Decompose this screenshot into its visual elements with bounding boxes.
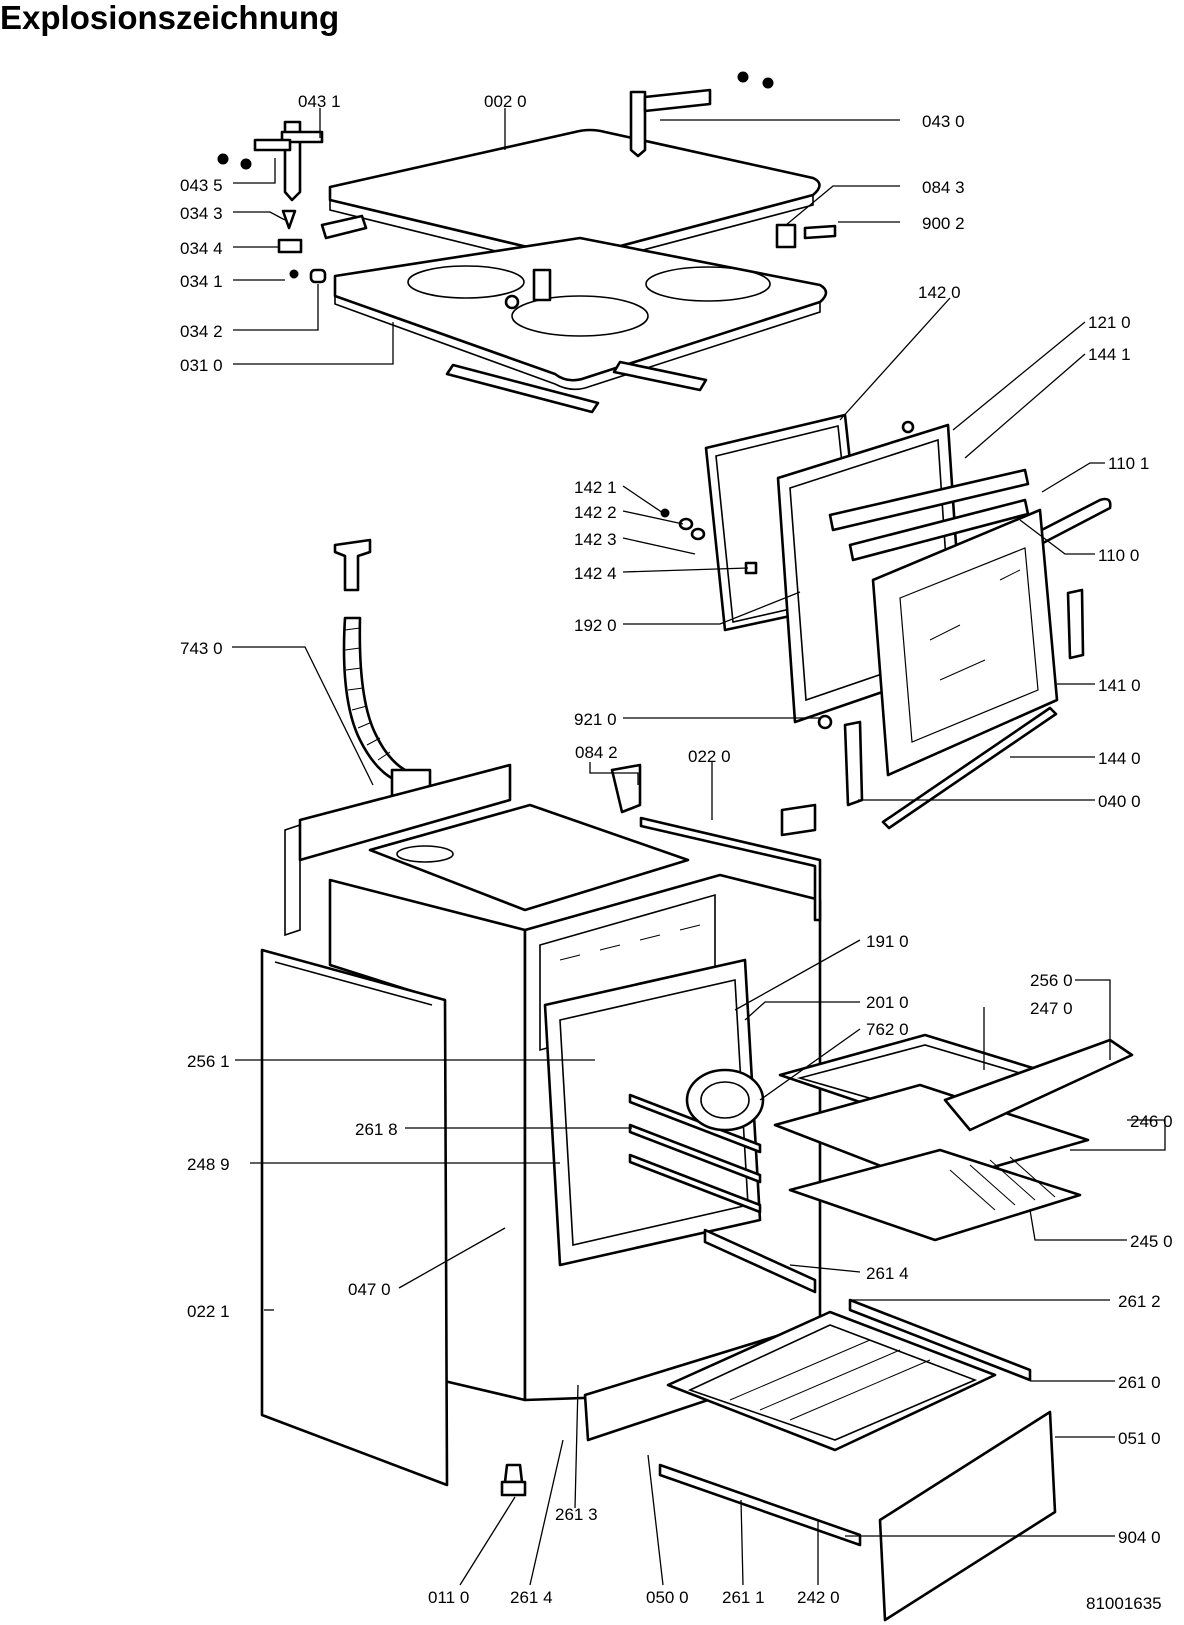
- part-label-1441: 144 1: [1088, 345, 1131, 364]
- part-label-2420: 242 0: [797, 1588, 840, 1607]
- part-label-2614-upper: 261 4: [866, 1264, 909, 1283]
- part-label-2561: 256 1: [187, 1052, 230, 1071]
- bracket-left-strip: [320, 214, 368, 240]
- wire-rack: [788, 1148, 1082, 1242]
- part-label-9040: 904 0: [1118, 1528, 1161, 1547]
- telescopic-rail: [703, 1228, 1032, 1382]
- part-label-2470: 247 0: [1030, 999, 1073, 1018]
- drawer-box: [666, 1310, 997, 1452]
- part-label-2611: 261 1: [722, 1588, 765, 1607]
- leader-lines: [232, 108, 1166, 1586]
- part-label-2614-lower: 261 4: [510, 1588, 553, 1607]
- door-bottom-strip: [881, 706, 1058, 830]
- part-label-7620: 762 0: [866, 1020, 909, 1039]
- part-label-1420: 142 0: [918, 283, 961, 302]
- small-fasteners-top: [277, 209, 837, 284]
- cabinet-top-panel: [368, 803, 690, 912]
- part-label-2613: 261 3: [555, 1505, 598, 1524]
- document-number: 81001635: [1086, 1594, 1162, 1613]
- part-label-0342: 034 2: [180, 322, 223, 341]
- part-label-9210: 921 0: [574, 710, 617, 729]
- door-glass-outer: [871, 508, 1059, 777]
- part-label-2560: 256 0: [1030, 971, 1073, 990]
- part-label-1910: 191 0: [866, 932, 909, 951]
- part-label-7430: 743 0: [180, 639, 223, 658]
- part-label-2460: 246 0: [1130, 1112, 1173, 1131]
- part-label-0343: 034 3: [180, 204, 223, 223]
- part-label-1210: 121 0: [1088, 313, 1131, 332]
- part-label-1424: 142 4: [574, 564, 617, 583]
- part-label-0344: 034 4: [180, 239, 223, 258]
- part-label-0020: 002 0: [484, 92, 527, 111]
- hinge-right: [629, 71, 774, 158]
- tray-holder-bracket: [943, 1038, 1134, 1132]
- part-label-2618: 261 8: [355, 1120, 398, 1139]
- part-label-9002: 900 2: [922, 214, 965, 233]
- side-panel-left: [260, 948, 449, 1487]
- part-label-0221: 022 1: [187, 1302, 230, 1321]
- part-label-1410: 141 0: [1098, 676, 1141, 695]
- oven-shelf-rails: [628, 1093, 762, 1214]
- gas-hose: [333, 538, 432, 802]
- cooktop-pan: [333, 236, 828, 414]
- hinge-left: [217, 120, 324, 202]
- drawer-bottom-rail: [658, 1463, 862, 1547]
- part-label-2612: 261 2: [1118, 1292, 1161, 1311]
- adjustable-foot: [500, 1463, 527, 1497]
- drawer-front: [878, 1410, 1057, 1622]
- part-label-0400: 040 0: [1098, 792, 1141, 811]
- seal-frame-rear: [639, 816, 822, 922]
- hinge-bracket-gas: [610, 763, 817, 837]
- part-label-0500: 050 0: [646, 1588, 689, 1607]
- part-label-0431: 043 1: [298, 92, 341, 111]
- part-label-0310: 031 0: [180, 356, 223, 375]
- part-labels: 043 1 002 0 043 0 043 5 084 3 034 3 900 …: [180, 92, 1173, 1607]
- part-label-1101: 110 1: [1108, 454, 1149, 473]
- part-label-1440: 144 0: [1098, 749, 1141, 768]
- cabinet-back-frame: [284, 763, 512, 937]
- part-label-0110: 011 0: [428, 1588, 469, 1607]
- fan-wheel: [685, 1068, 765, 1132]
- part-label-0843: 084 3: [922, 178, 965, 197]
- part-label-2489: 248 9: [187, 1155, 230, 1174]
- part-label-0341: 034 1: [180, 272, 223, 291]
- part-label-2010: 201 0: [866, 993, 909, 1012]
- door-frame-bars: [828, 468, 1030, 562]
- part-label-1920: 192 0: [574, 616, 617, 635]
- part-label-0470: 047 0: [348, 1280, 391, 1299]
- part-label-1100: 110 0: [1098, 546, 1139, 565]
- part-label-1421: 142 1: [574, 478, 617, 497]
- baking-tray-lower: [773, 1083, 1090, 1187]
- part-label-2610: 261 0: [1118, 1373, 1161, 1392]
- part-label-0220: 022 0: [688, 747, 731, 766]
- part-label-0510: 051 0: [1118, 1429, 1161, 1448]
- part-label-0435: 043 5: [180, 176, 223, 195]
- part-label-0842: 084 2: [575, 743, 618, 762]
- part-label-1422: 142 2: [574, 503, 617, 522]
- part-label-1423: 142 3: [574, 530, 617, 549]
- page-title: Explosionszeichnung: [0, 0, 340, 36]
- part-label-0430: 043 0: [922, 112, 965, 131]
- part-label-2450: 245 0: [1130, 1232, 1173, 1251]
